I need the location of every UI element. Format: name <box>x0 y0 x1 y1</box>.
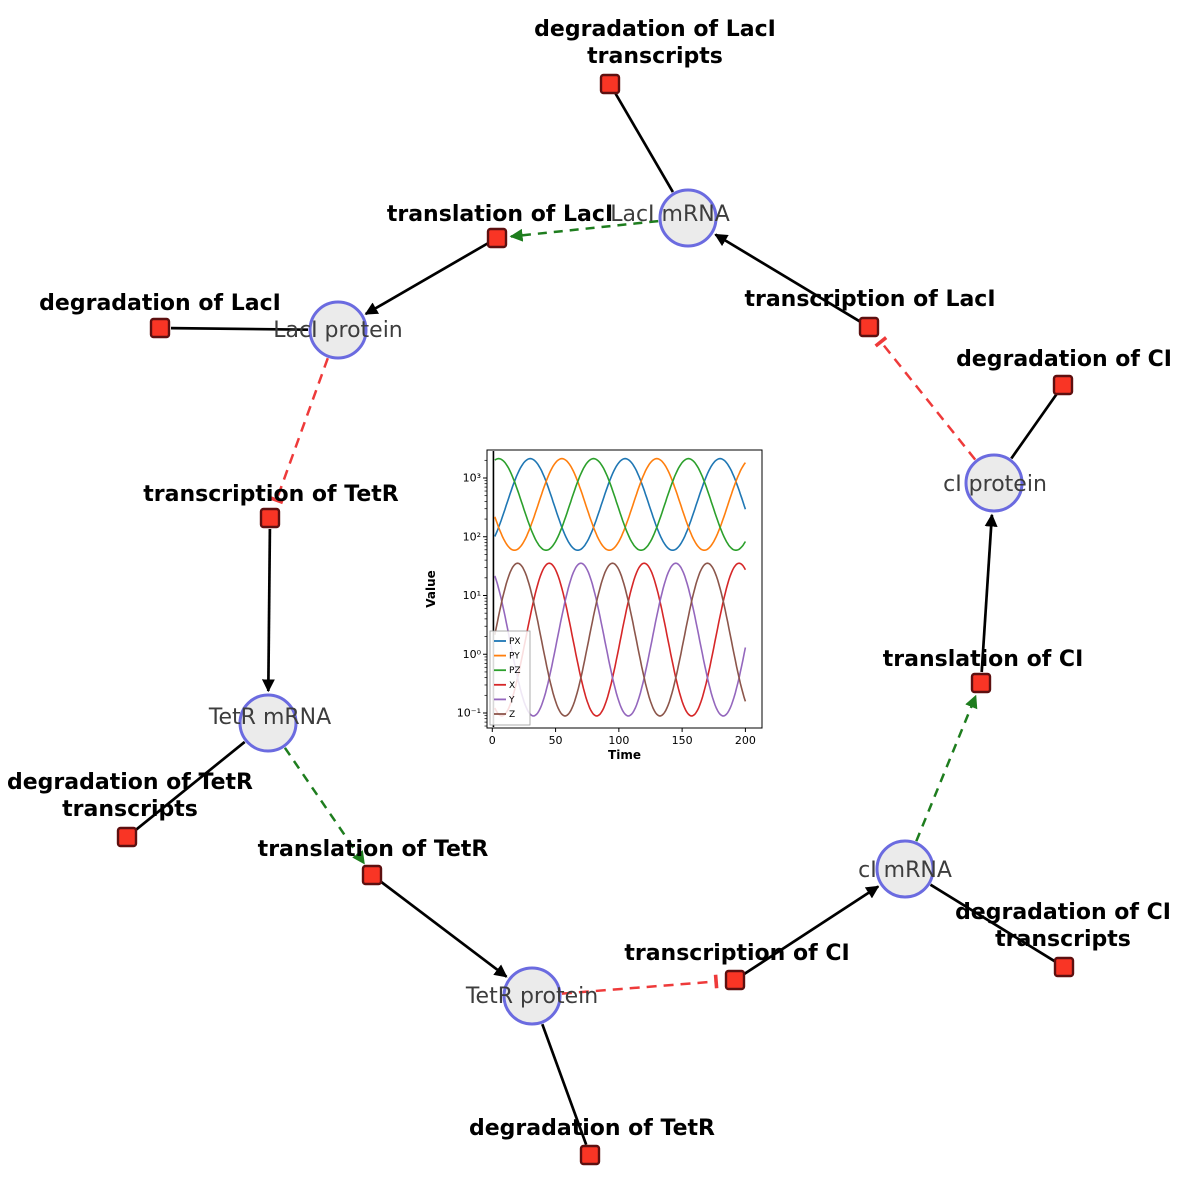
x-tick-label: 100 <box>608 734 629 747</box>
x-tick-label: 0 <box>489 734 496 747</box>
species-node-ci_protein[interactable] <box>964 453 1024 513</box>
legend-box <box>489 630 531 726</box>
species-node-ci_mrna[interactable] <box>875 839 935 899</box>
species-label-ci_protein: cI protein <box>943 472 1047 497</box>
reaction-node-deg_laci_tx[interactable] <box>599 73 621 95</box>
reaction-label-deg_tetr_tx-line1: degradation of TetR <box>7 770 253 795</box>
reaction-node-deg_tetr[interactable] <box>579 1144 601 1166</box>
series-PX <box>494 457 747 551</box>
species-label-tetr_protein: TetR protein <box>465 984 598 1009</box>
y-axis-label: Value <box>424 570 438 608</box>
edges-layer <box>134 92 1058 1146</box>
edge-modifier-laci_mrna-translation_laci <box>509 219 659 242</box>
x-tick-label: 50 <box>549 734 563 747</box>
x-axis-label: Time <box>608 748 641 762</box>
reaction-label-translation_laci-line1: translation of LacI <box>387 202 613 227</box>
species-node-tetr_mrna[interactable] <box>238 693 298 753</box>
species-node-laci_mrna[interactable] <box>658 188 718 248</box>
series-Y <box>494 562 747 717</box>
edge-consumption-ci_protein-deg_ci <box>1010 393 1058 460</box>
y-tick-label: 10² <box>463 530 481 543</box>
reaction-node-transcription_laci[interactable] <box>858 316 880 338</box>
edge-consumption-tetr_mrna-deg_tetr_tx <box>134 740 246 832</box>
reaction-label-deg_ci_tx-line2: transcripts <box>995 927 1131 952</box>
edge-modifier-tetr_mrna-translation_tetr <box>283 747 366 865</box>
reaction-node-translation_tetr[interactable] <box>361 864 383 886</box>
plot-frame <box>486 449 763 729</box>
y-tick-label: 10⁰ <box>463 648 482 661</box>
reaction-label-transcription_laci-line1: transcription of LacI <box>744 287 995 312</box>
reaction-node-transcription_ci[interactable] <box>724 969 746 991</box>
edge-production-transcription_ci-ci_mrna <box>743 885 880 976</box>
reaction-label-deg_laci_tx-line2: transcripts <box>587 44 723 69</box>
x-tick-label: 200 <box>735 734 756 747</box>
edge-modifier-ci_mrna-translation_ci <box>915 694 978 842</box>
legend-label-PY: PY <box>509 652 520 662</box>
nodes-layer <box>116 73 1075 1166</box>
reaction-node-deg_tetr_tx[interactable] <box>116 826 138 848</box>
x-tick-label: 150 <box>672 734 693 747</box>
edge-production-translation_tetr-tetr_protein <box>379 880 508 978</box>
reaction-label-deg_laci-line1: degradation of LacI <box>39 291 281 316</box>
series-Z <box>494 562 747 717</box>
reaction-label-deg_tetr-line1: degradation of TetR <box>469 1116 715 1141</box>
reaction-label-deg_tetr_tx-line2: transcripts <box>62 797 198 822</box>
edge-consumption-laci_mrna-deg_laci_tx <box>614 92 675 193</box>
y-tick-label: 10⁻¹ <box>457 707 481 720</box>
y-tick-label: 10¹ <box>463 589 481 602</box>
species-node-laci_protein[interactable] <box>308 300 368 360</box>
species-node-tetr_protein[interactable] <box>502 966 562 1026</box>
reaction-node-deg_ci_tx[interactable] <box>1053 956 1075 978</box>
reaction-node-translation_laci[interactable] <box>486 227 508 249</box>
reaction-node-deg_laci[interactable] <box>149 317 171 339</box>
reaction-node-translation_ci[interactable] <box>970 672 992 694</box>
species-label-laci_protein: LacI protein <box>273 318 403 343</box>
reaction-node-transcription_tetr[interactable] <box>259 507 281 529</box>
edge-inhibition-tetr_protein-transcription_ci <box>561 974 719 995</box>
species-label-tetr_mrna: TetR mRNA <box>208 705 331 730</box>
y-tick-label: 10³ <box>463 472 481 485</box>
edge-production-transcription_tetr-tetr_mrna <box>261 528 275 693</box>
reaction-node-deg_ci[interactable] <box>1052 374 1074 396</box>
species-label-ci_mrna: cI mRNA <box>858 858 952 883</box>
reaction-label-transcription_tetr-line1: transcription of TetR <box>143 482 399 507</box>
reaction-label-deg_ci-line1: degradation of CI <box>956 347 1172 372</box>
species-label-laci_mrna: LacI mRNA <box>610 202 730 227</box>
edge-production-transcription_laci-laci_mrna <box>714 233 861 323</box>
edge-consumption-ci_mrna-deg_ci_tx <box>929 883 1056 963</box>
reaction-label-translation_ci-line1: translation of CI <box>883 647 1084 672</box>
reaction-label-deg_laci_tx-line1: degradation of LacI <box>534 17 776 42</box>
legend-label-X: X <box>509 681 515 691</box>
legend-label-PZ: PZ <box>509 666 521 676</box>
edge-consumption-tetr_protein-deg_tetr <box>541 1023 588 1146</box>
reaction-label-deg_ci_tx-line1: degradation of CI <box>955 900 1171 925</box>
legend-label-Y: Y <box>508 695 515 705</box>
series-X <box>494 562 747 717</box>
series-PY <box>494 457 747 551</box>
series-PZ <box>494 457 747 551</box>
reaction-label-translation_tetr-line1: translation of TetR <box>258 837 489 862</box>
edge-inhibition-ci_protein-transcription_laci <box>874 336 977 461</box>
edge-production-translation_ci-ci_protein <box>980 513 998 673</box>
edge-consumption-laci_protein-deg_laci <box>170 326 309 332</box>
legend-label-PX: PX <box>509 637 521 647</box>
edge-inhibition-laci_protein-transcription_tetr <box>269 357 329 505</box>
edge-production-translation_laci-laci_protein <box>364 242 489 316</box>
reaction-label-transcription_ci-line1: transcription of CI <box>624 941 849 966</box>
legend-label-Z: Z <box>509 710 515 720</box>
